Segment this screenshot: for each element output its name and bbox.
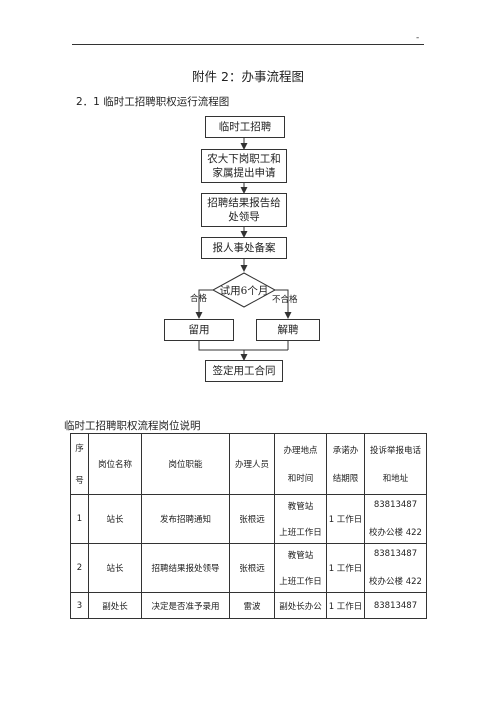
header-cell-post: 岗位名称 xyxy=(88,433,142,495)
flow-node-label: 临时工招聘 xyxy=(218,121,272,133)
edge-label-fail: 不合格 xyxy=(272,295,298,305)
flow-node-hr-filing: 报人事处备案 xyxy=(201,237,287,259)
table-row: 3 副处长 决定是否准予录用 雷波 副处长办公 1 工作日 83813487 xyxy=(70,592,427,619)
cell-no: 1 xyxy=(70,494,89,544)
flow-node-label: 签定用工合同 xyxy=(212,365,276,377)
flow-node-probation: 试用6个月 xyxy=(214,283,274,298)
header-cell-handler: 办理人员 xyxy=(229,433,275,495)
cell-post: 副处长 xyxy=(88,592,142,619)
flow-node-label: 留用 xyxy=(188,324,210,336)
flow-node-label: 处领导 xyxy=(228,211,260,223)
header-rule xyxy=(72,44,424,45)
cell-duty: 招聘结果报处领导 xyxy=(141,543,230,593)
cell-no: 2 xyxy=(70,543,89,593)
flow-node-label: 农大下岗职工和 xyxy=(207,153,281,165)
cell-no: 3 xyxy=(70,592,89,619)
table-caption: 临时工招聘职权流程岗位说明 xyxy=(64,420,201,432)
edge-n5-n7 xyxy=(275,289,292,319)
header-cell-place: 办理地点和时间 xyxy=(274,433,327,495)
cell-complaint: 83813487 xyxy=(364,592,427,619)
flow-node-temp-recruit: 临时工招聘 xyxy=(205,116,285,138)
cell-handler: 雷波 xyxy=(229,592,275,619)
cell-deadline: 1 工作日 xyxy=(326,592,365,619)
flow-node-retain: 留用 xyxy=(164,319,234,341)
flow-node-label: 家属提出申请 xyxy=(212,167,276,179)
cell-deadline: 1 工作日 xyxy=(326,494,365,544)
flow-node-label: 报人事处备案 xyxy=(212,242,276,254)
cell-handler: 张根远 xyxy=(229,494,275,544)
cell-post: 站长 xyxy=(88,494,142,544)
document-title: 附件 2：办事流程图 xyxy=(192,69,304,84)
flowchart-connectors xyxy=(195,138,292,361)
section-heading: 2．1 临时工招聘职权运行流程图 xyxy=(76,96,230,108)
cell-post: 站长 xyxy=(88,543,142,593)
flow-node-dismiss: 解聘 xyxy=(256,319,320,341)
decision-diamond xyxy=(211,272,277,308)
header-cell-no: 序号 xyxy=(70,433,89,495)
post-description-table: 序号 岗位名称 岗位职能 办理人员 办理地点和时间 承诺办结期限 投诉举报电话和… xyxy=(70,433,427,619)
flow-node-report-leader: 招聘结果报告给 处领导 xyxy=(201,193,287,227)
flow-node-sign-contract: 签定用工合同 xyxy=(205,360,283,382)
header-cell-complaint: 投诉举报电话和地址 xyxy=(364,433,427,495)
header-cell-duty: 岗位职能 xyxy=(141,433,230,495)
cell-duty: 决定是否准予录用 xyxy=(141,592,230,619)
flowchart: 临时工招聘 农大下岗职工和 家属提出申请 招聘结果报告给 处领导 报人事处备案 … xyxy=(164,116,320,382)
cell-place: 教管站上班工作日 xyxy=(274,543,327,593)
flow-node-label: 招聘结果报告给 xyxy=(207,197,281,209)
header-cell-deadline: 承诺办结期限 xyxy=(326,433,365,495)
cell-handler: 张根远 xyxy=(229,543,275,593)
cell-place: 副处长办公 xyxy=(274,592,327,619)
table-row: 2 站长 招聘结果报处领导 张根远 教管站上班工作日 1 工作日 8381348… xyxy=(70,543,427,593)
cell-duty: 发布招聘通知 xyxy=(141,494,230,544)
flow-node-apply: 农大下岗职工和 家属提出申请 xyxy=(201,149,287,183)
table-header-row: 序号 岗位名称 岗位职能 办理人员 办理地点和时间 承诺办结期限 投诉举报电话和… xyxy=(70,433,427,495)
edge-label-pass: 合格 xyxy=(190,294,208,304)
edge-n5-n6 xyxy=(195,289,213,319)
page-mark: - xyxy=(416,33,420,43)
cell-deadline: 1 工作日 xyxy=(326,543,365,593)
flow-node-label: 解聘 xyxy=(277,324,299,336)
flow-node-label: 试用6个月 xyxy=(219,285,269,297)
cell-place: 教管站上班工作日 xyxy=(274,494,327,544)
edge-n6-n8 xyxy=(198,341,248,361)
